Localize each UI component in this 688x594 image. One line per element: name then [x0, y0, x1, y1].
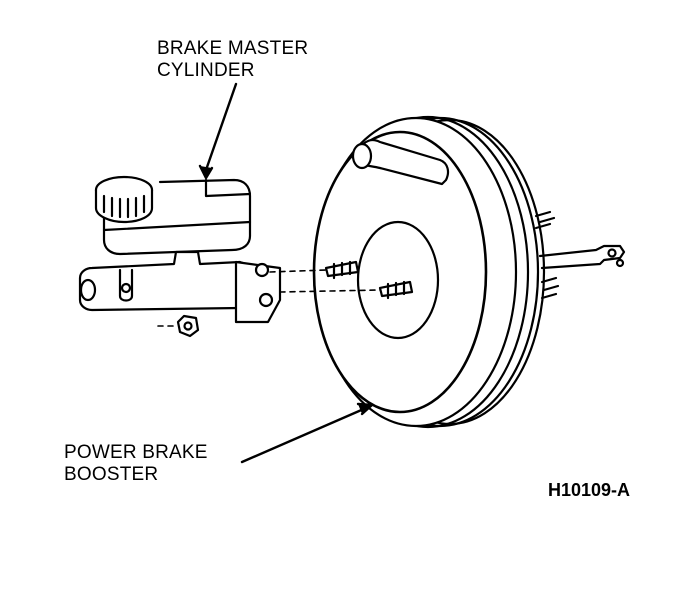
booster-label-line1: POWER BRAKE: [64, 442, 208, 463]
alignment-lines: [157, 269, 381, 327]
booster-label-line2: BOOSTER: [64, 464, 159, 485]
figure-id: H10109-A: [548, 480, 631, 500]
power-brake-booster: [312, 115, 626, 429]
master-cylinder-label-line2: CYLINDER: [157, 60, 255, 81]
brake-master-cylinder: [78, 175, 414, 338]
leader-arrows: [198, 82, 374, 464]
master-cylinder-label-line1: BRAKE MASTER: [157, 38, 309, 59]
